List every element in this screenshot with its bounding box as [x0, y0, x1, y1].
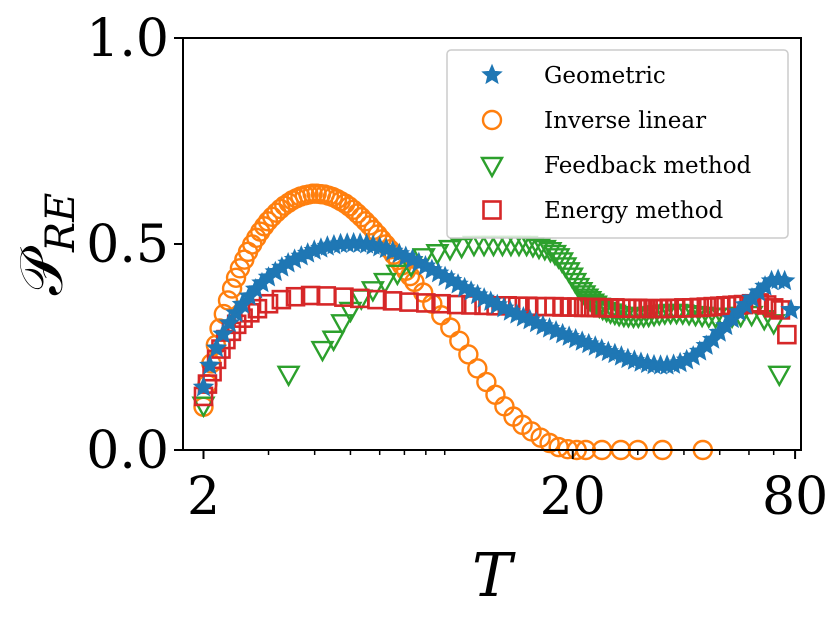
data-point [780, 298, 802, 320]
axes: 0.0 0.5 1.0 2 20 80 [86, 9, 828, 527]
data-point [321, 330, 346, 353]
data-point [330, 314, 355, 336]
y-axis-label: 𝒫RE [7, 193, 84, 296]
data-point [538, 241, 563, 264]
data-point [756, 295, 777, 315]
data-point [446, 294, 467, 315]
legend-marker [479, 156, 505, 179]
data-point [221, 278, 243, 299]
series-geometric [192, 231, 802, 397]
legend-label: Feedback method [544, 153, 752, 179]
data-point [271, 289, 292, 310]
legend-marker [482, 200, 502, 220]
data-point [217, 290, 239, 311]
data-point [385, 264, 410, 287]
data-point [602, 304, 627, 327]
data-point [773, 269, 796, 291]
legend-item: Geometric [481, 63, 666, 89]
data-point [467, 358, 488, 379]
data-point [476, 371, 497, 393]
legend-marker [481, 63, 503, 85]
data-point [542, 244, 568, 267]
data-point [276, 365, 301, 388]
legend-label: Geometric [544, 63, 666, 89]
data-point [247, 298, 268, 319]
data-point [449, 330, 470, 352]
data-point [449, 237, 474, 260]
legend-frame [446, 49, 789, 239]
legend-marker [481, 109, 503, 131]
data-point [777, 324, 797, 345]
x-tick-label: 80 [762, 467, 828, 527]
data-point [372, 272, 397, 295]
data-point [250, 221, 271, 242]
data-point [225, 267, 247, 288]
data-point [485, 384, 506, 405]
data-point [425, 244, 450, 266]
legend-item: Inverse linear [481, 108, 706, 134]
data-point [300, 285, 321, 306]
data-point [416, 293, 436, 313]
x-axis-label: T [472, 541, 516, 611]
data-point [285, 286, 306, 307]
data-point [310, 340, 335, 363]
data-point [431, 293, 451, 314]
data-point [437, 239, 463, 262]
data-point [212, 322, 234, 344]
legend-label: Inverse linear [544, 108, 706, 134]
data-point [205, 336, 228, 358]
data-point [539, 432, 560, 454]
data-point [458, 344, 479, 365]
svg-text:𝒫RE: 𝒫RE [7, 193, 84, 296]
legend-item: Feedback method [479, 153, 752, 179]
y-axis-label-main: 𝒫 [7, 245, 77, 295]
data-point [191, 396, 216, 419]
chart-marks [191, 183, 802, 461]
data-point [199, 354, 221, 375]
legend-label: Energy method [544, 198, 724, 224]
legend-item: Energy method [482, 198, 724, 224]
y-tick-label: 1.0 [86, 9, 169, 69]
x-tick-label: 2 [187, 467, 220, 527]
y-tick-label: 0.0 [86, 421, 169, 481]
data-point [440, 317, 461, 338]
y-axis-label-sub: RE [38, 193, 84, 253]
data-point [218, 311, 241, 333]
data-point [367, 289, 387, 310]
x-tick-label: 20 [540, 467, 606, 527]
data-point [767, 365, 792, 388]
data-point [192, 376, 215, 397]
data-point [258, 293, 279, 314]
y-tick-label: 0.5 [86, 215, 169, 275]
